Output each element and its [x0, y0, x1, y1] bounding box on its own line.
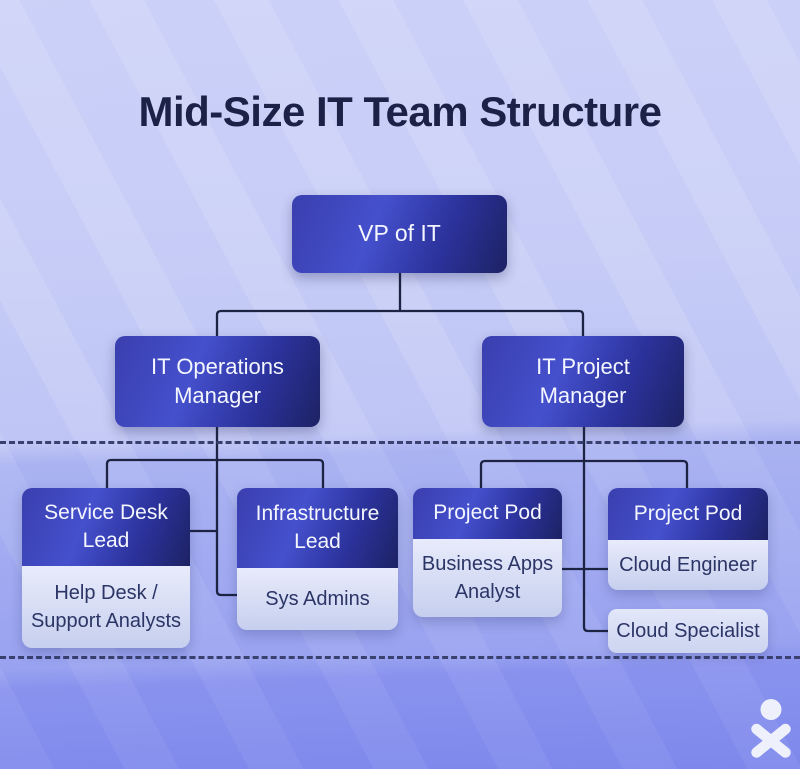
member-label: Sys Admins: [265, 588, 370, 610]
member-label: Cloud Specialist: [616, 619, 760, 642]
card-infrastructure-team: Infrastructure Lead Sys Admins: [237, 488, 398, 630]
node-label: VP of IT: [358, 220, 441, 247]
member-label: Business Apps Analyst: [421, 553, 554, 603]
node-label: IT Operations Manager: [151, 353, 284, 408]
card-header-lead: Service Desk Lead: [22, 488, 190, 566]
card-member: Business Apps Analyst: [413, 539, 562, 617]
node-it-project-manager: IT Project Manager: [482, 336, 684, 427]
lead-label: Project Pod: [633, 501, 743, 525]
card-header-lead: Project Pod: [608, 488, 768, 540]
node-vp-of-it: VP of IT: [292, 195, 507, 273]
person-x-logo: [751, 699, 791, 758]
member-label: Help Desk / Support Analysts: [30, 582, 182, 632]
chart-title: Mid-Size IT Team Structure: [138, 88, 662, 135]
lead-label: Infrastructure Lead: [255, 501, 380, 553]
card-project-pod-2: Project Pod Cloud Engineer: [608, 488, 768, 590]
card-member-cloud-specialist: Cloud Specialist: [608, 609, 768, 653]
node-label: IT Project Manager: [536, 353, 630, 408]
card-header-lead: Project Pod: [413, 488, 562, 539]
card-member: Sys Admins: [237, 568, 398, 630]
member-label: Cloud Engineer: [619, 554, 757, 576]
card-member: Help Desk / Support Analysts: [22, 566, 190, 648]
lead-label: Service Desk Lead: [44, 500, 168, 552]
card-member: Cloud Engineer: [608, 540, 768, 590]
card-service-desk-team: Service Desk Lead Help Desk / Support An…: [22, 488, 190, 648]
lead-label: Project Pod: [433, 501, 542, 525]
node-it-operations-manager: IT Operations Manager: [115, 336, 320, 427]
card-header-lead: Infrastructure Lead: [237, 488, 398, 568]
card-project-pod-1: Project Pod Business Apps Analyst: [413, 488, 562, 617]
dashed-divider-bottom: [0, 656, 800, 659]
dashed-divider-top: [0, 441, 800, 444]
